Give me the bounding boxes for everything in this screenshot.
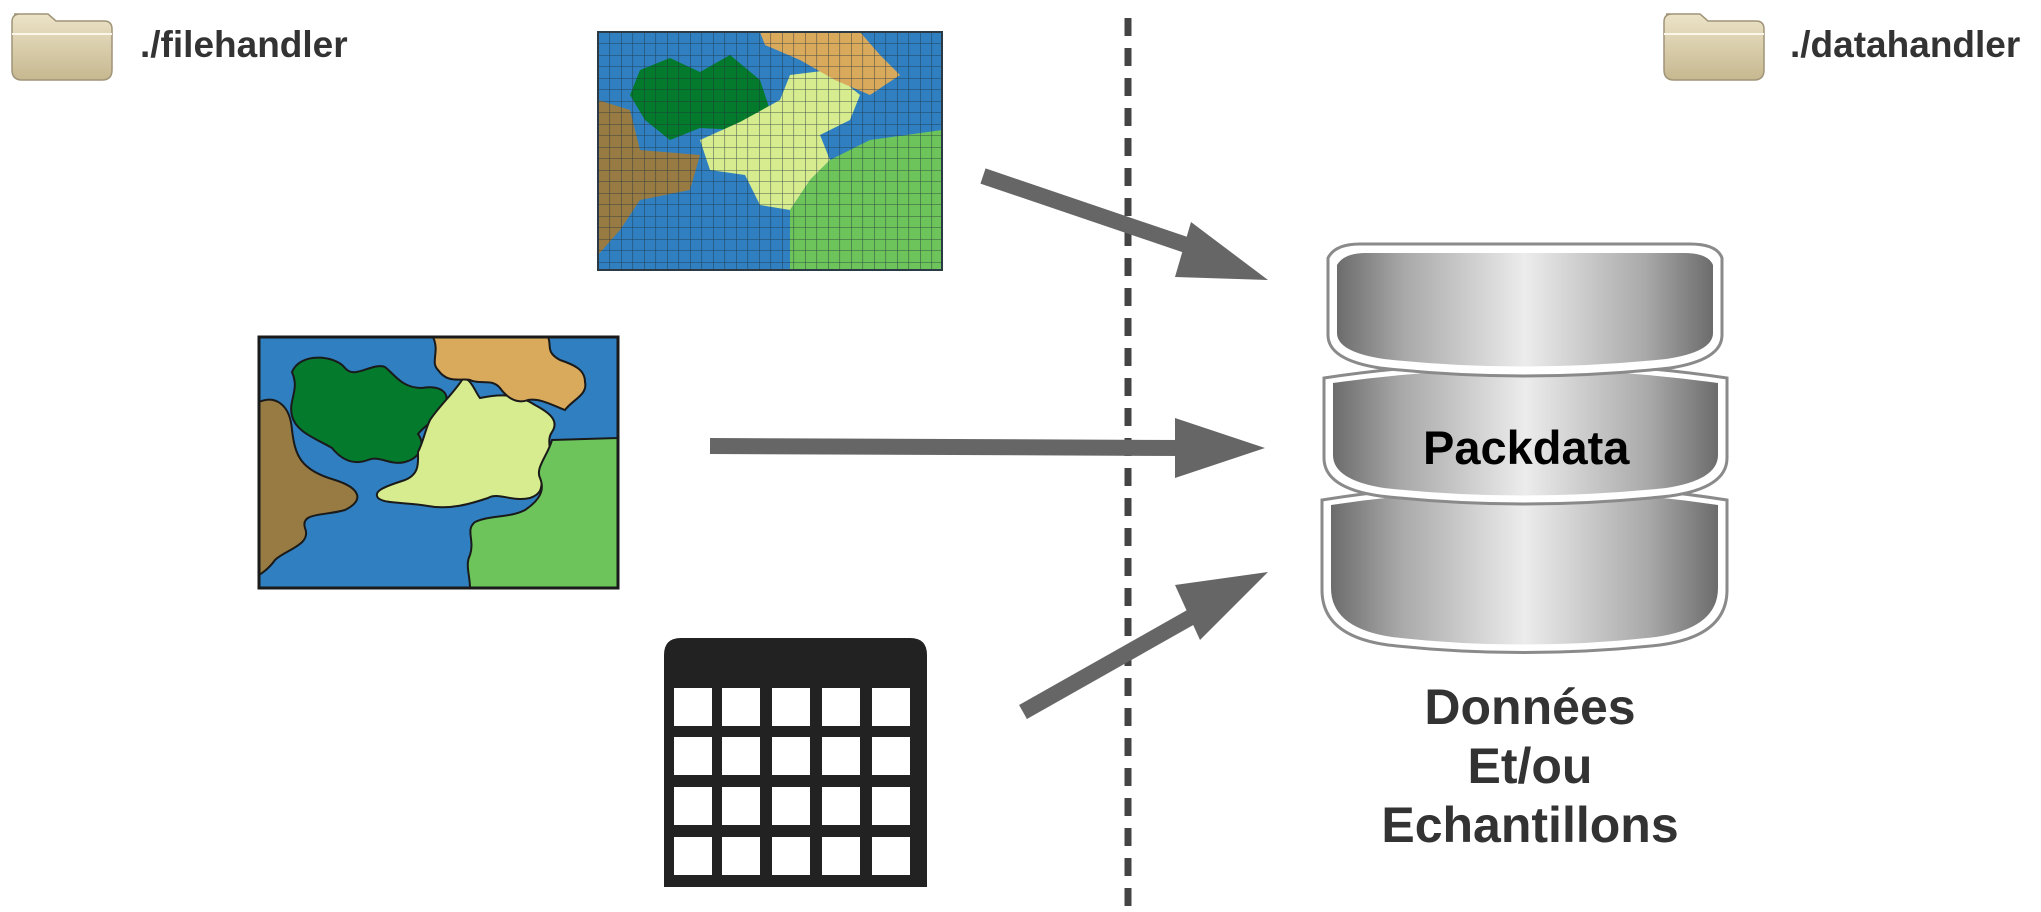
filehandler-label: ./filehandler [140,24,348,65]
raster-map-icon [597,31,943,271]
datahandler-label: ./datahandler [1790,24,2021,65]
arrow-from-table [1019,572,1268,719]
caption-line: Et/ou [1467,738,1593,794]
arrow-from-vector [709,418,1265,478]
caption-line: Echantillons [1381,797,1679,853]
vector-map-icon [257,335,620,590]
arrow-from-raster [980,168,1268,280]
database-icon [1320,242,1729,654]
folder-icon [1663,13,1765,81]
caption-line: Données [1424,679,1636,735]
folder-icon [11,13,113,81]
table-icon [664,638,927,887]
packdata-label: Packdata [1423,421,1630,474]
database-caption: Données Et/ou Echantillons [1330,678,1730,855]
